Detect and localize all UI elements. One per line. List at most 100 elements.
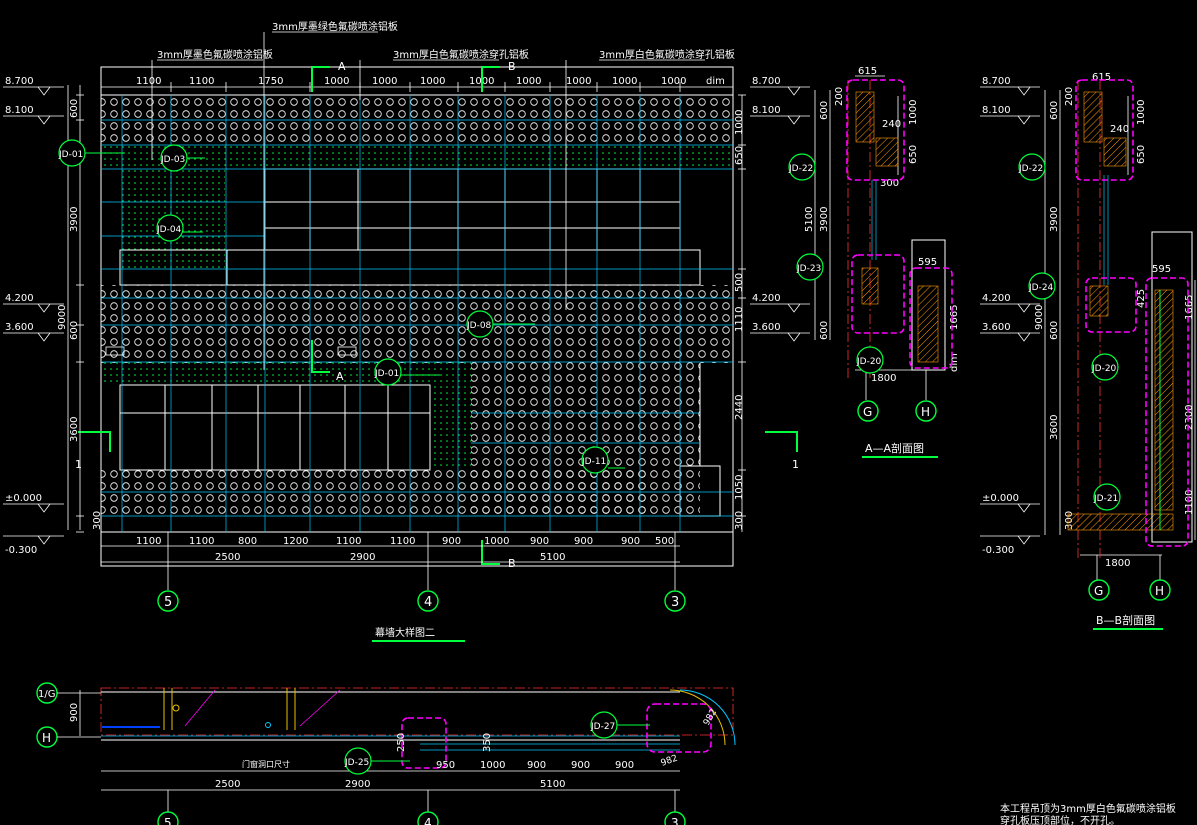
callout-jd-01-a: JD-01 bbox=[58, 139, 125, 167]
section-mark-1-right: 1 bbox=[765, 431, 799, 471]
level-marks-left bbox=[3, 86, 64, 545]
bottom-dim-12: 500 bbox=[655, 536, 674, 547]
svg-text:JD-20: JD-20 bbox=[1091, 364, 1117, 374]
sa-dim-5100: 5100 bbox=[804, 207, 815, 232]
left-dim-600a: 600 bbox=[69, 99, 80, 118]
svg-text:1: 1 bbox=[792, 458, 799, 471]
sb-dim-1100: 1100 bbox=[1184, 490, 1195, 515]
sa-level-8700: 8.700 bbox=[752, 76, 781, 87]
svg-text:G: G bbox=[1094, 584, 1103, 598]
svg-text:H: H bbox=[1155, 584, 1164, 598]
right-dim-1000: 1000 bbox=[734, 110, 745, 135]
sb-dim-200: 200 bbox=[1064, 87, 1075, 106]
sb-callout-jd-20: JD-20 bbox=[1091, 353, 1119, 381]
bottom-dim-5: 1100 bbox=[336, 536, 361, 547]
sb-dim-2300: 2300 bbox=[1184, 405, 1195, 430]
sa-level-8100: 8.100 bbox=[752, 105, 781, 116]
svg-text:JD-22: JD-22 bbox=[1018, 164, 1043, 174]
sa-dim-240: 240 bbox=[882, 119, 901, 130]
svg-text:JD-01: JD-01 bbox=[58, 150, 83, 160]
section-mark-A-top: A bbox=[311, 60, 346, 92]
green-panel-mid bbox=[101, 362, 471, 385]
sa-dim-1000: 1000 bbox=[908, 100, 919, 125]
sb-level-8700: 8.700 bbox=[982, 76, 1011, 87]
svg-text:JD-11: JD-11 bbox=[581, 457, 606, 467]
svg-text:JD-01: JD-01 bbox=[374, 369, 399, 379]
perforated-panel-bottom bbox=[101, 470, 651, 516]
callout-jd-03: JD-03 bbox=[160, 144, 205, 172]
svg-text:4: 4 bbox=[424, 595, 432, 610]
svg-text:5: 5 bbox=[164, 816, 172, 825]
svg-text:1: 1 bbox=[75, 458, 82, 471]
section-a-title: A—A剖面图 bbox=[865, 441, 924, 455]
plan-total-5100: 5100 bbox=[540, 779, 565, 790]
bottom-dim-7: 900 bbox=[442, 536, 461, 547]
bottom-dim-8: 1000 bbox=[484, 536, 509, 547]
svg-text:4: 4 bbox=[424, 816, 432, 825]
right-dim-1050: 1050 bbox=[734, 475, 745, 500]
sa-dim-1665: 1665 bbox=[949, 305, 960, 330]
top-dim-1: 1100 bbox=[136, 76, 161, 87]
axis-bubble-5: 5 bbox=[157, 590, 179, 612]
glazing-lower bbox=[119, 363, 721, 517]
sb-dim-600a: 600 bbox=[1049, 101, 1060, 120]
bottom-dim-2: 1100 bbox=[189, 536, 214, 547]
axis-bubble-4: 4 bbox=[417, 590, 439, 612]
sb-level-0000: ±0.000 bbox=[982, 493, 1019, 504]
sb-dim-650: 650 bbox=[1136, 145, 1147, 164]
top-dim-11: 1000 bbox=[661, 76, 686, 87]
svg-text:3: 3 bbox=[671, 595, 679, 610]
plan-callout-jd-25: JD-25 bbox=[344, 747, 410, 775]
sa-dim-3900: 3900 bbox=[819, 207, 830, 232]
callout-jd-04: JD-04 bbox=[156, 214, 203, 242]
sa-axis-H: H bbox=[915, 400, 937, 422]
callout-jd-01-b: JD-01 bbox=[374, 358, 440, 386]
top-note-4: 3mm厚白色氟碳喷涂穿孔铝板 bbox=[599, 48, 735, 61]
section-a-levels bbox=[750, 86, 810, 342]
svg-text:1/G: 1/G bbox=[38, 689, 55, 700]
top-dim-4: 1000 bbox=[324, 76, 349, 87]
sa-dim-200: 200 bbox=[834, 87, 845, 106]
section-mark-1-left: 1 bbox=[75, 431, 111, 471]
svg-text:A: A bbox=[338, 60, 346, 73]
top-dim-10: 1000 bbox=[612, 76, 637, 87]
section-mark-A-bottom: A bbox=[311, 340, 344, 383]
main-elevation: 1100 1100 1750 1000 1000 1000 1000 1000 … bbox=[3, 20, 799, 642]
sa-highlight-mid bbox=[851, 254, 905, 334]
svg-text:H: H bbox=[921, 405, 930, 419]
sb-callout-jd-24: JD-24 bbox=[1028, 272, 1056, 300]
sb-dim-615: 615 bbox=[1092, 72, 1111, 83]
svg-text:JD-03: JD-03 bbox=[160, 155, 185, 165]
sa-callout-jd-23: JD-23 bbox=[796, 253, 824, 281]
green-panel-lower bbox=[430, 385, 471, 470]
top-dim-2: 1100 bbox=[189, 76, 214, 87]
top-note-1: 3mm厚墨绿色氟碳喷涂铝板 bbox=[272, 20, 398, 33]
sa-dim-300: 300 bbox=[880, 178, 899, 189]
plan-axis-4: 4 bbox=[417, 811, 439, 825]
sb-highlight-right bbox=[1145, 277, 1189, 547]
sb-level-m0300: -0.300 bbox=[982, 545, 1014, 556]
plan-callout-jd-27: JD-27 bbox=[590, 711, 650, 739]
svg-text:JD-21: JD-21 bbox=[1093, 494, 1118, 504]
plan-dim-900a: 900 bbox=[527, 760, 546, 771]
callout-jd-11: JD-11 bbox=[581, 446, 625, 474]
sb-callout-jd-21: JD-21 bbox=[1093, 483, 1121, 511]
plan-vdim-900: 900 bbox=[69, 703, 80, 722]
svg-text:H: H bbox=[42, 731, 51, 745]
top-dim-8: 1000 bbox=[516, 76, 541, 87]
plan-view: 900 250 350 950 1000 900 900 900 2500 29… bbox=[36, 682, 736, 825]
top-dim-6: 1000 bbox=[420, 76, 445, 87]
left-dim-3600: 3600 bbox=[69, 417, 80, 442]
right-dim-1110: 1110 bbox=[734, 307, 745, 332]
bottom-total-2: 2900 bbox=[350, 552, 375, 563]
top-note-2: 3mm厚墨色氟碳喷涂铝板 bbox=[157, 48, 273, 61]
sb-dim-240: 240 bbox=[1110, 124, 1129, 135]
plan-dim-900c: 900 bbox=[615, 760, 634, 771]
left-dim-600b: 600 bbox=[69, 321, 80, 340]
bottom-dimension-lines bbox=[101, 545, 680, 563]
bottom-dim-6: 1100 bbox=[390, 536, 415, 547]
right-dimension-lines bbox=[738, 94, 746, 532]
top-dim-12: dim bbox=[706, 76, 725, 87]
sb-dim-600b: 600 bbox=[1049, 321, 1060, 340]
